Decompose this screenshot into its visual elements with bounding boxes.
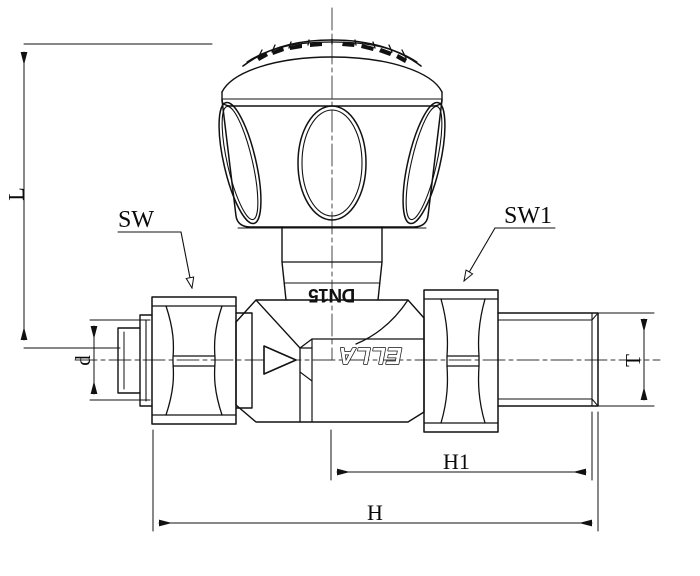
dimension-T [595,312,655,407]
svg-text:DN15: DN15 [308,284,356,305]
dimension-label-T: T [620,354,645,367]
svg-text:ELLA: ELLA [338,343,402,369]
dimension-label-H: H [367,500,383,525]
dimension-label-d: d [70,355,95,366]
flow-direction-arrow [263,345,297,375]
body-marking-dn: DN15 [308,284,356,305]
right-hex-and-thread [423,289,599,433]
dimension-L [20,43,213,349]
body-marking-brand: ELLA [337,342,403,370]
dimension-H [152,411,599,532]
leader-SW [117,231,192,288]
leader-label-SW1: SW1 [504,203,552,229]
dimension-label-L: L [3,187,29,201]
dimension-label-H1: H1 [443,449,470,474]
handwheel [218,38,446,229]
leader-label-SW: SW [118,207,154,233]
leader-SW1 [464,227,556,281]
bonnet-neck [281,226,383,301]
left-union-assembly [117,296,253,425]
dimension-H1 [330,411,593,481]
dimension-d [89,319,151,401]
